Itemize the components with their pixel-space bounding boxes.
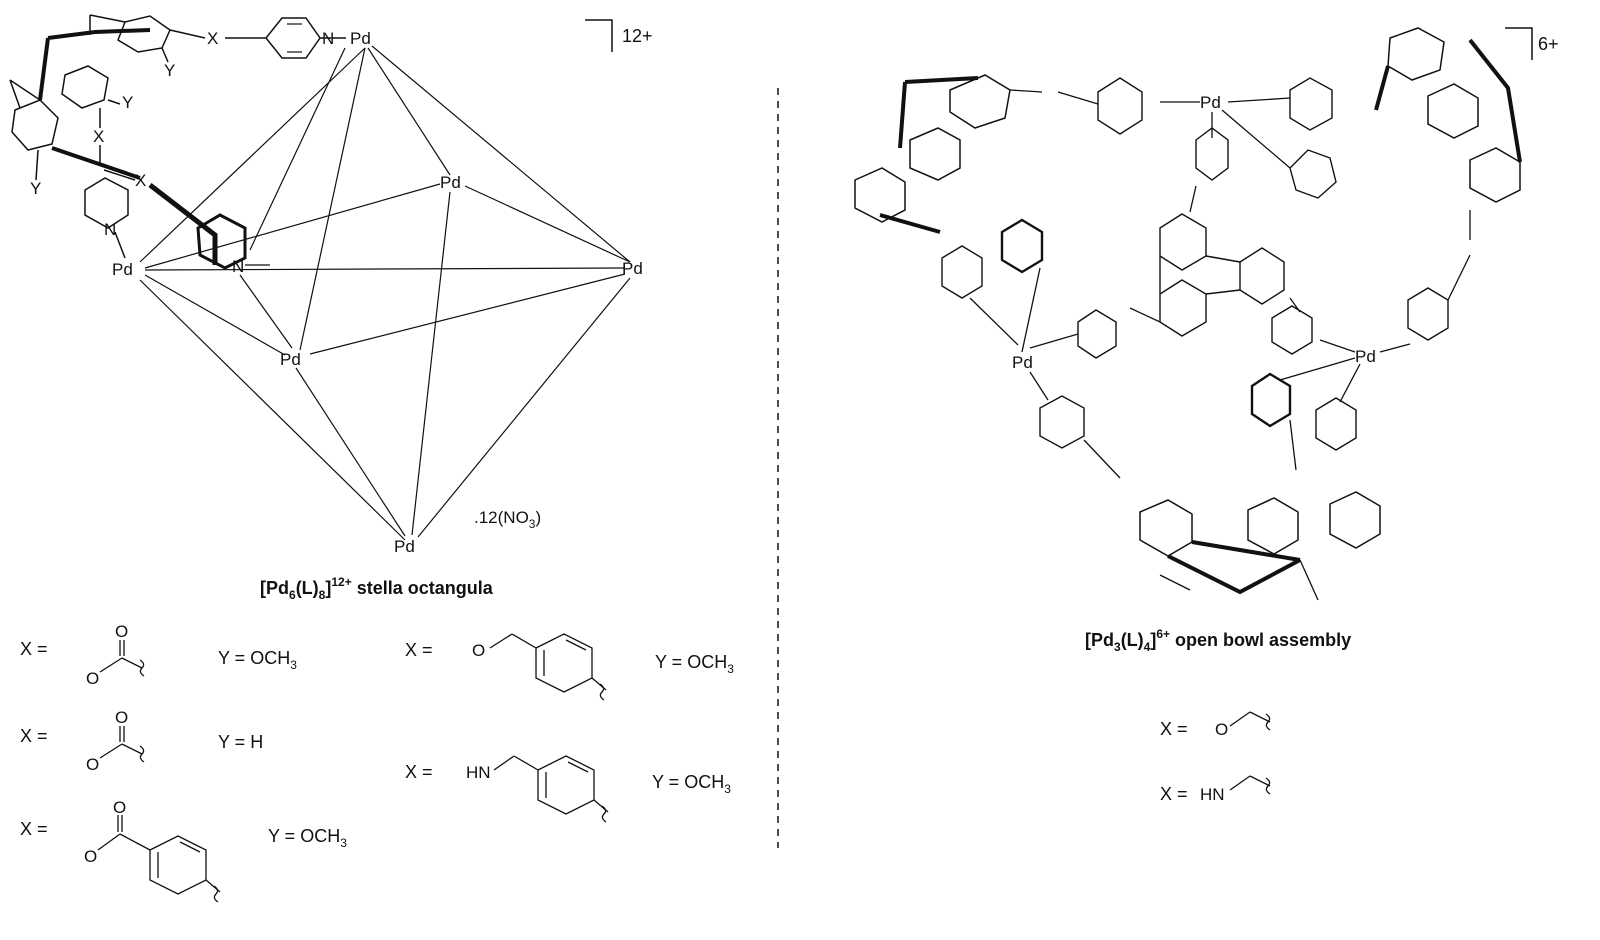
charge-label: 12+ [622,26,653,46]
y-label: Y = OCH3 [268,826,347,850]
x-group: O [1215,720,1228,739]
right-variant-1: X = O [1160,711,1271,739]
y-label: Y = OCH3 [655,652,734,676]
pd-top-right: Pd [1200,93,1221,112]
octahedron-edges [139,45,631,541]
n-atom: N [232,257,244,276]
counterion: .12(NO3) [474,508,541,531]
y-label: Y = OCH3 [652,772,731,796]
benzyloxy-fragment [489,633,607,701]
ester-fragment [99,640,145,677]
o-atom: O [86,755,99,774]
charge-bracket-left: 12+ [585,19,653,52]
y-label: Y = H [218,732,263,752]
x-group: O [472,641,485,660]
x-label: X = [20,726,48,746]
pd-bottom-right: Pd [1355,347,1376,366]
variant-2: X = O O Y = H [20,708,263,774]
pd-back: Pd [440,173,461,192]
n-atom: N [322,29,334,48]
pd-left: Pd [112,260,133,279]
o-atom: O [86,669,99,688]
variant-4: X = O Y = OCH3 [405,633,734,701]
ligand-atoms-left: X N Y Y X X Y N N [30,29,334,276]
benzoate-fragment [97,815,221,903]
bowl-assembly-skeleton [854,27,1522,601]
caption-left: [Pd6(L)8]12+ stella octangula [260,575,494,602]
x-atom: X [93,127,104,146]
n-atom: N [104,220,116,239]
open-bowl-panel: 6+ [854,27,1559,804]
x-label: X = [20,639,48,659]
pd-left-right: Pd [1012,353,1033,372]
cavitand-ligand-left [9,14,346,270]
variant-1: X = O O Y = OCH3 [20,622,297,688]
x-label: X = [1160,784,1188,804]
o-atom: O [115,708,128,727]
pd-front: Pd [280,350,301,369]
o-atom: O [115,622,128,641]
pd-bottom: Pd [394,537,415,556]
aminomethyl-fragment [1229,775,1271,795]
x-group: HN [1200,785,1225,804]
charge-bracket-right: 6+ [1505,27,1559,60]
x-label: X = [405,762,433,782]
x-atom: X [207,29,218,48]
y-atom: Y [164,61,175,80]
pd-atoms-left: Pd Pd Pd Pd Pd Pd [112,29,643,556]
x-atom: X [135,171,146,190]
x-label: X = [1160,719,1188,739]
right-variant-2: X = HN [1160,775,1271,804]
stella-octangula-panel: 12+ [9,14,734,903]
pd-top: Pd [350,29,371,48]
oxymethyl-fragment [1229,711,1271,731]
y-label: Y = OCH3 [218,648,297,672]
x-label: X = [405,640,433,660]
caption-right: [Pd3(L)4]6+ open bowl assembly [1085,627,1351,654]
ester-fragment [99,726,145,763]
charge-label: 6+ [1538,34,1559,54]
pd-right: Pd [622,259,643,278]
pd-atoms-right: Pd Pd Pd [1012,93,1376,372]
variant-3: X = O O Y = OCH3 [20,798,347,903]
o-atom: O [84,847,97,866]
o-atom: O [113,798,126,817]
benzylamino-fragment [493,755,609,823]
y-atom: Y [122,93,133,112]
variant-5: X = HN Y = OCH3 [405,755,731,823]
x-group: HN [466,763,491,782]
y-atom: Y [30,179,41,198]
x-label: X = [20,819,48,839]
